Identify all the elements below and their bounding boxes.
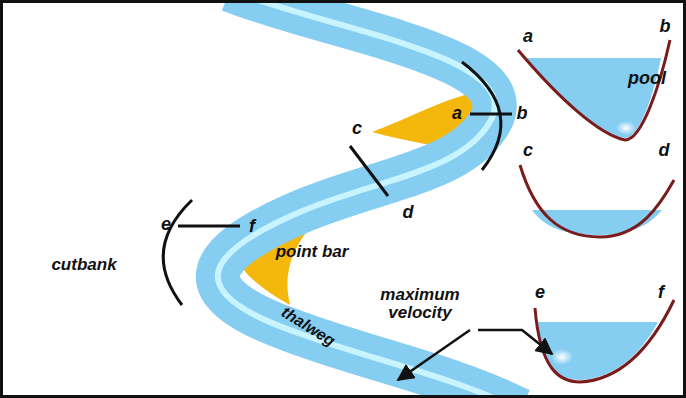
label-text: d xyxy=(403,203,414,222)
channel-bed xyxy=(518,40,670,140)
label-text: e xyxy=(161,215,171,234)
label-text: c xyxy=(523,141,533,160)
channel-bed xyxy=(535,300,674,382)
label-text: maximum velocity xyxy=(360,286,480,322)
label-text: f xyxy=(249,217,255,236)
label-text: pool xyxy=(628,69,666,88)
label-text: point bar xyxy=(276,243,349,261)
label-text: b xyxy=(660,17,671,36)
section-line xyxy=(178,225,240,228)
leader-arrow xyxy=(398,330,470,380)
river-channel xyxy=(218,0,520,398)
channel-bed xyxy=(520,165,674,237)
label-text: d xyxy=(659,141,670,160)
label-text: cutbank xyxy=(51,256,116,274)
label-text: c xyxy=(352,119,362,138)
thalweg-line xyxy=(218,0,520,398)
label-text: a xyxy=(452,104,462,123)
leader-arrow xyxy=(478,330,552,354)
label-text: f xyxy=(658,283,664,302)
label-text: a xyxy=(523,27,533,46)
section-line xyxy=(350,146,388,196)
section-line xyxy=(470,113,512,116)
cutbank-line xyxy=(462,62,501,170)
label-text: e xyxy=(535,283,545,302)
label-text: b xyxy=(517,104,528,123)
